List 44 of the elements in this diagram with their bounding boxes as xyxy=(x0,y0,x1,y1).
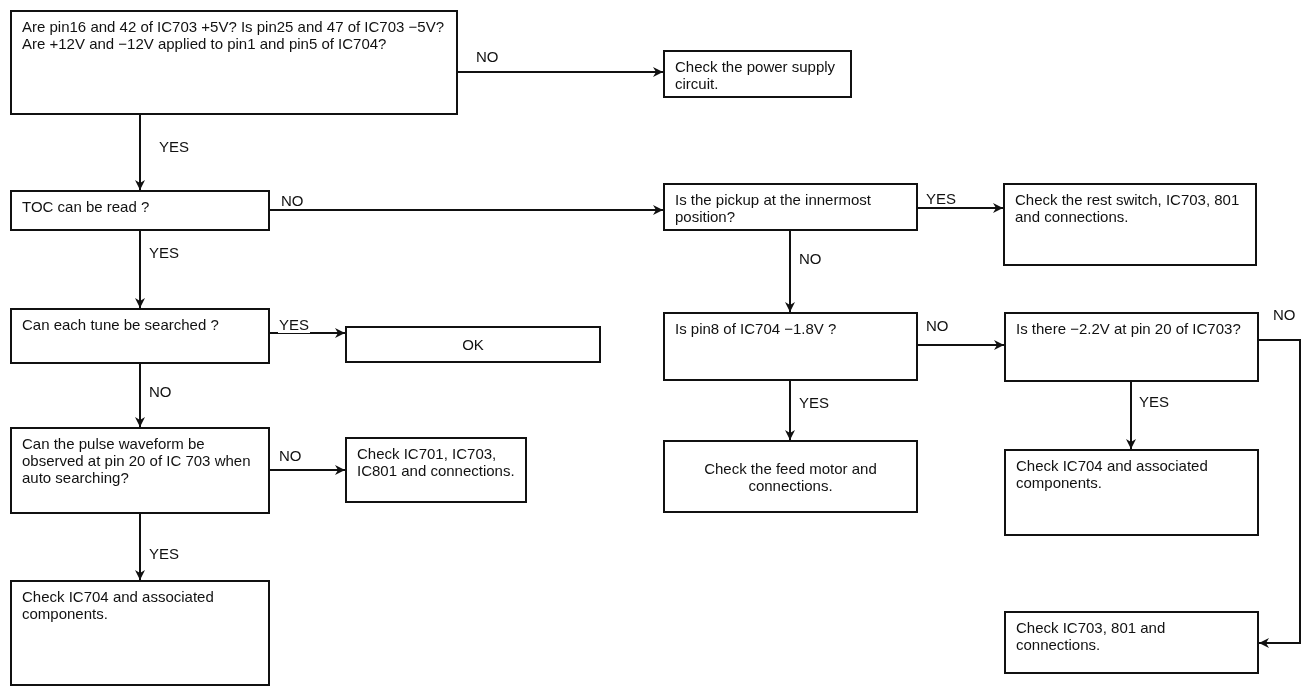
process-box xyxy=(10,427,270,514)
process-box xyxy=(10,308,270,364)
box-text: Check IC703, 801 and connections. xyxy=(1016,619,1167,653)
arrow xyxy=(457,67,664,77)
arrow xyxy=(1126,381,1136,450)
arrow xyxy=(917,203,1004,213)
process-box xyxy=(663,312,918,381)
box-text: TOC can be read ? xyxy=(22,198,151,215)
process-box xyxy=(10,580,270,686)
process-box xyxy=(1004,449,1259,536)
arrow xyxy=(135,513,145,581)
arrow xyxy=(135,114,145,191)
process-box xyxy=(345,326,601,363)
box-text: Is there −2.2V at pin 20 of IC703? xyxy=(1016,320,1242,337)
arrow xyxy=(785,230,795,313)
process-box xyxy=(10,190,270,231)
box-text: OK xyxy=(462,336,484,353)
box-text: Check the feed motor and connections. xyxy=(703,459,878,494)
box-text: Check the power supply circuit. xyxy=(675,58,837,92)
arrow xyxy=(135,363,145,428)
box-text: Is the pickup at the innermost position? xyxy=(675,191,872,225)
arrow xyxy=(135,230,145,309)
arrow xyxy=(269,465,346,475)
arrow xyxy=(785,380,795,441)
process-box xyxy=(663,50,852,98)
process-box xyxy=(345,437,527,503)
box-text: Can the pulse waveform be observed at pin 20 of IC 703 when auto searching? xyxy=(22,435,252,486)
box-text: Check IC701, IC703, IC801 and connections. xyxy=(357,445,515,479)
arrow xyxy=(269,328,346,338)
box-text: Are pin16 and 42 of IC703 +5V? Is pin25 and 47 of IC703 −5V? Are +12V and −12V applied to pin1 and pin5 of IC704? xyxy=(22,18,445,52)
process-box xyxy=(1004,312,1259,382)
process-box xyxy=(663,440,918,513)
box-text: Check IC704 and associated components. xyxy=(1016,457,1209,491)
arrow xyxy=(1258,339,1301,648)
process-box xyxy=(10,10,458,115)
arrow xyxy=(269,205,664,215)
arrow xyxy=(917,340,1005,350)
box-text: Check IC704 and associated components. xyxy=(22,588,215,622)
box-text: Can each tune be searched ? xyxy=(22,316,220,333)
process-box xyxy=(1004,611,1259,674)
box-text: Check the rest switch, IC703, 801 and connections. xyxy=(1015,191,1241,225)
box-text: Is pin8 of IC704 −1.8V ? xyxy=(675,320,838,337)
process-box xyxy=(663,183,918,231)
process-box xyxy=(1003,183,1257,266)
